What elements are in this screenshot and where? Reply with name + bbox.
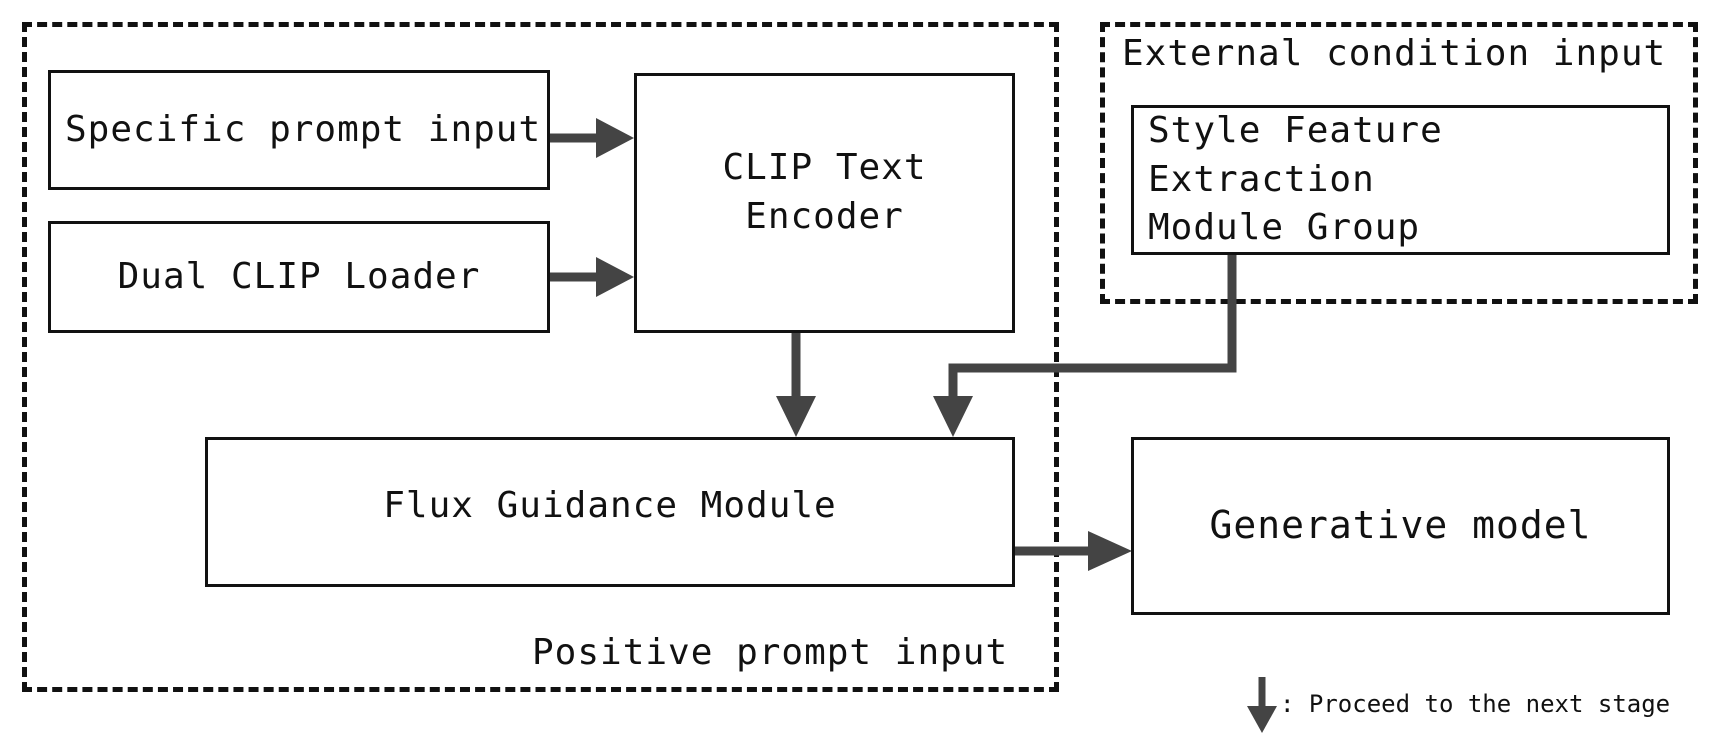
clip-text-encoder-box: CLIP Text Encoder <box>634 73 1015 333</box>
dual-clip-loader-box: Dual CLIP Loader <box>48 221 550 333</box>
flux-guidance-module-label: Flux Guidance Module <box>383 484 837 526</box>
external-condition-group-label: External condition input <box>1122 33 1667 74</box>
specific-prompt-input-label: Specific prompt input <box>65 108 542 150</box>
dual-clip-loader-label: Dual CLIP Loader <box>117 255 481 297</box>
arrow-style-to-flux <box>933 254 1237 437</box>
style-feature-extraction-box: Style Feature Extraction Module Group <box>1131 105 1670 255</box>
legend-arrow-icon <box>1247 677 1277 733</box>
generative-model-label: Generative model <box>1209 503 1592 548</box>
style-feature-line-1: Style Feature Extraction <box>1148 110 1443 200</box>
legend-text: : Proceed to the next stage <box>1280 690 1671 718</box>
positive-prompt-group-label: Positive prompt input <box>532 632 1009 673</box>
arrow-specific-to-clip <box>548 118 634 158</box>
style-feature-extraction-label: Style Feature Extraction Module Group <box>1148 107 1667 253</box>
flux-guidance-module-box: Flux Guidance Module <box>205 437 1015 587</box>
external-condition-group <box>1100 22 1698 304</box>
arrow-clip-to-flux <box>776 332 816 437</box>
clip-text-encoder-label: CLIP Text Encoder <box>722 147 927 237</box>
arrow-flux-to-generative <box>1013 531 1132 571</box>
generative-model-box: Generative model <box>1131 437 1670 615</box>
style-feature-line-2: Module Group <box>1148 207 1421 249</box>
positive-prompt-group <box>22 22 1059 692</box>
arrow-dual-to-clip <box>548 257 634 297</box>
specific-prompt-input-box: Specific prompt input <box>48 70 550 190</box>
